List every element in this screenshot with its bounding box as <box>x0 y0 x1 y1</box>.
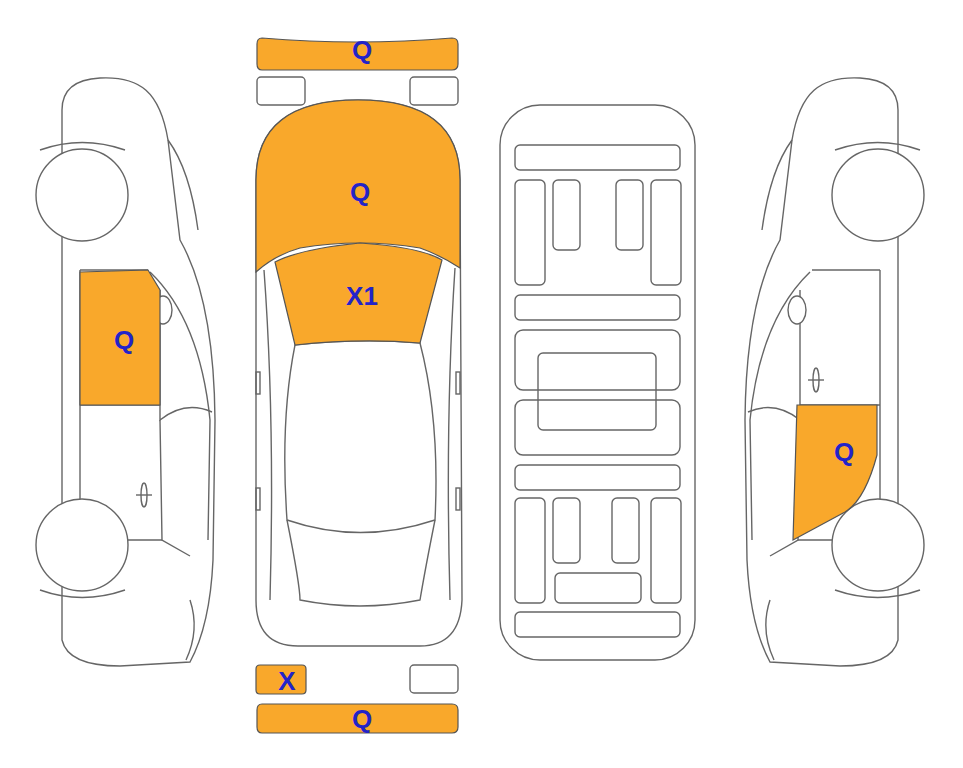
damage-area: X <box>254 663 308 697</box>
damage-fill <box>80 270 160 405</box>
damage-code: Q <box>352 36 372 64</box>
label-holder: Q <box>350 178 370 206</box>
damage-code: Q <box>834 438 854 466</box>
label-holder: Q <box>114 326 134 354</box>
damage-code: Q <box>114 326 134 354</box>
damage-fill <box>793 405 877 540</box>
damage-code: X <box>278 667 295 695</box>
damage-area: Q <box>255 36 460 72</box>
label-holder: Q <box>352 705 372 733</box>
damage-area: X1 <box>272 240 458 348</box>
label-holder: X <box>278 667 295 695</box>
damage-area: Q <box>255 701 460 735</box>
damage-fill <box>257 704 458 733</box>
damage-fill <box>256 665 306 694</box>
damage-area: Q <box>78 268 162 407</box>
damage-fill <box>275 243 442 345</box>
damage-area: Q <box>790 403 880 543</box>
label-holder: Q <box>352 36 372 64</box>
damage-code: Q <box>350 178 370 206</box>
label-holder: Q <box>834 438 854 466</box>
damage-code: Q <box>352 705 372 733</box>
damage-shape <box>790 403 880 543</box>
label-holder: X1 <box>346 282 378 310</box>
damage-code: X1 <box>346 282 378 310</box>
